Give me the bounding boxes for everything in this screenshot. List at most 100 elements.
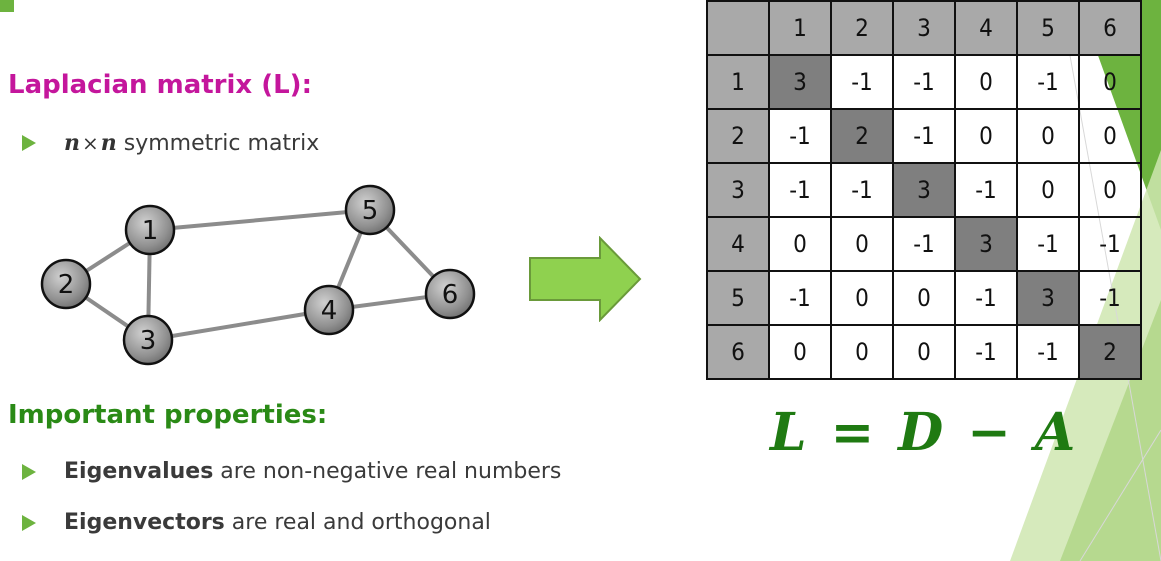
bullet-rest: are real and orthogonal [224, 510, 491, 535]
matrix-cell: -1 [954, 270, 1018, 326]
graph-node-2: 2 [40, 258, 92, 310]
matrix-cell: 0 [1078, 108, 1142, 164]
matrix-col-header: 4 [954, 0, 1018, 56]
matrix-col-header: 2 [830, 0, 894, 56]
matrix-cell: -1 [954, 162, 1018, 218]
matrix-cell: 0 [1078, 54, 1142, 110]
graph-node-label: 4 [321, 296, 338, 326]
matrix-col-header: 5 [1016, 0, 1080, 56]
graph-edge-3-4 [147, 308, 330, 342]
matrix-cell: 0 [1078, 162, 1142, 218]
graph-node-label: 6 [442, 280, 459, 310]
matrix-cell: -1 [1016, 54, 1080, 110]
graph-node-label: 3 [140, 326, 157, 356]
matrix-header-row: 1 2 3 4 5 6 [706, 0, 1142, 56]
matrix-cell: -1 [768, 108, 832, 164]
bullet-eigenvalues: Eigenvalues are non-negative real number… [22, 459, 561, 484]
matrix-cell: -1 [892, 108, 956, 164]
graph-edge-1-5 [149, 208, 371, 232]
matrix-cell: 0 [1016, 162, 1080, 218]
formula-l-equals-d-minus-a: L = D−A [770, 402, 1077, 463]
matrix-diagonal-cell: 3 [1016, 270, 1080, 326]
matrix-row-header: 4 [706, 216, 770, 272]
matrix-cell: 0 [954, 54, 1018, 110]
matrix-cell: 0 [830, 324, 894, 380]
right-arrow-icon [529, 236, 642, 322]
graph-node-circle [303, 284, 355, 336]
triangle-bullet-icon [22, 463, 36, 480]
matrix-cell: -1 [1078, 270, 1142, 326]
graph-diagram: 1 2 3 4 5 6 [40, 184, 476, 366]
graph-node-label: 1 [142, 216, 159, 246]
bullet-bold: Eigenvalues [64, 459, 214, 484]
matrix-cell: -1 [1078, 216, 1142, 272]
matrix-cell: -1 [892, 54, 956, 110]
matrix-cell: 0 [768, 216, 832, 272]
matrix-cell: -1 [830, 54, 894, 110]
bullet-text: Eigenvectors are real and orthogonal [64, 510, 491, 535]
matrix-row-header: 6 [706, 324, 770, 380]
matrix-col-header: 1 [768, 0, 832, 56]
matrix-cell: -1 [830, 162, 894, 218]
matrix-cell: 0 [830, 270, 894, 326]
matrix-row-header: 3 [706, 162, 770, 218]
matrix-cell: 0 [1016, 108, 1080, 164]
matrix-cell: -1 [892, 216, 956, 272]
bullet-eigenvectors: Eigenvectors are real and orthogonal [22, 510, 491, 535]
matrix-cell: -1 [1016, 324, 1080, 380]
matrix-row-header: 2 [706, 108, 770, 164]
matrix-diagonal-cell: 3 [954, 216, 1018, 272]
graph-node-label: 5 [362, 196, 379, 226]
matrix-cell: -1 [954, 324, 1018, 380]
math-n: n [100, 130, 117, 156]
matrix-col-header: 6 [1078, 0, 1142, 56]
matrix-cell: -1 [1016, 216, 1080, 272]
matrix-cell: 0 [892, 270, 956, 326]
bullet-bold: Eigenvectors [64, 510, 225, 535]
matrix-cell: 0 [768, 324, 832, 380]
laplacian-heading: Laplacian matrix (L): [8, 70, 312, 100]
triangle-bullet-icon [22, 514, 36, 531]
formula-l: L [770, 402, 809, 463]
formula-d: D [898, 402, 946, 463]
properties-heading: Important properties: [8, 400, 328, 430]
matrix-corner-cell [706, 0, 770, 56]
graph-node-4: 4 [303, 284, 355, 336]
graph-node-circle [344, 184, 396, 236]
matrix-row-header: 1 [706, 54, 770, 110]
bullet-text: symmetric matrix [116, 130, 320, 156]
matrix-cell: -1 [768, 162, 832, 218]
formula-minus: − [967, 402, 1013, 463]
bullet-text: Eigenvalues are non-negative real number… [64, 459, 561, 484]
matrix-diagonal-cell: 3 [768, 54, 832, 110]
matrix-cell: 0 [892, 324, 956, 380]
graph-node-circle [124, 204, 176, 256]
matrix-diagonal-cell: 2 [1078, 324, 1142, 380]
bullet-rest: are non-negative real numbers [213, 459, 562, 484]
graph-node-label: 2 [58, 270, 75, 300]
formula-a: A [1034, 402, 1078, 463]
matrix-cell: 0 [954, 108, 1018, 164]
triangle-bullet-icon [22, 135, 36, 151]
bullet-symmetric: n × n symmetric matrix [22, 130, 319, 156]
matrix-diagonal-cell: 3 [892, 162, 956, 218]
matrix-cell: -1 [768, 270, 832, 326]
graph-node-5: 5 [344, 184, 396, 236]
graph-node-1: 1 [124, 204, 176, 256]
matrix-row-header: 5 [706, 270, 770, 326]
math-n: n [64, 130, 80, 156]
graph-node-6: 6 [424, 268, 476, 320]
title-accent-bar [0, 0, 14, 12]
graph-node-circle [424, 268, 476, 320]
math-times: × [82, 131, 99, 155]
matrix-diagonal-cell: 2 [830, 108, 894, 164]
matrix-cell: 0 [830, 216, 894, 272]
formula-equals: = [830, 402, 877, 463]
matrix-col-header: 3 [892, 0, 956, 56]
